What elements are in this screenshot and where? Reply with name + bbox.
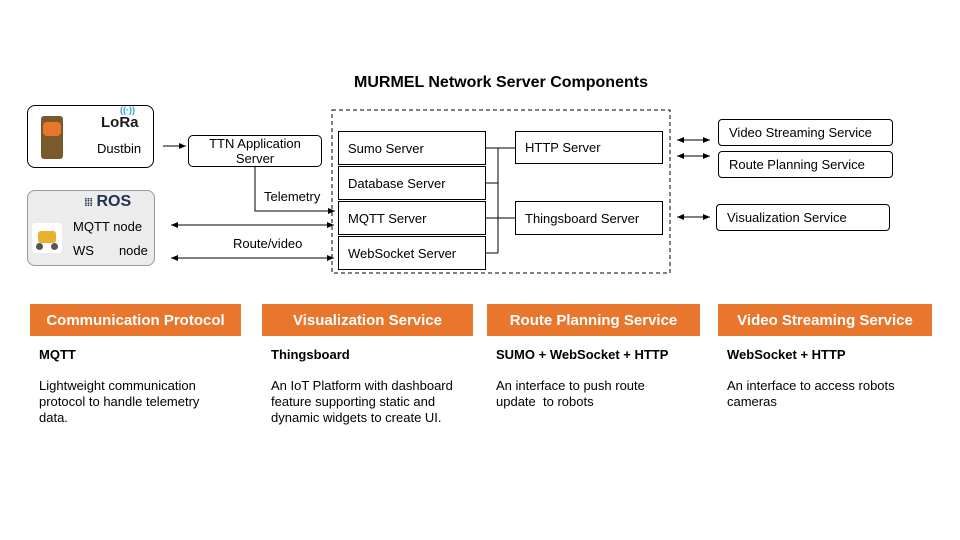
database-server: Database Server xyxy=(338,166,486,200)
sumo-server: Sumo Server xyxy=(338,131,486,165)
route-video-label: Route/video xyxy=(233,236,303,251)
server-cluster-boundary xyxy=(331,109,671,274)
robot-image xyxy=(32,223,62,253)
card-header-visualization: Visualization Service xyxy=(262,304,473,336)
websocket-server: WebSocket Server xyxy=(338,236,486,270)
telemetry-label: Telemetry xyxy=(264,189,321,204)
thingsboard-server: Thingsboard Server xyxy=(515,201,663,235)
dustbin-device: LoRa ((·)) Dustbin xyxy=(27,105,154,168)
mqtt-server: MQTT Server xyxy=(338,201,486,235)
page-title: MURMEL Network Server Components xyxy=(354,74,648,91)
video-streaming-service: Video Streaming Service xyxy=(718,119,893,146)
telemetry-connector xyxy=(254,166,335,214)
card-subhead-communication: MQTT xyxy=(39,347,76,362)
ttn-line1: TTN Application xyxy=(209,136,301,151)
ttn-application-server: TTN Application Server xyxy=(188,135,322,167)
card-header-route-planning: Route Planning Service xyxy=(487,304,700,336)
http-server: HTTP Server xyxy=(515,131,663,164)
dustbin-label: Dustbin xyxy=(97,141,142,156)
card-subhead-route-planning: SUMO + WebSocket + HTTP xyxy=(496,347,669,362)
dustbin-image xyxy=(41,116,63,159)
lora-logo: LoRa ((·)) xyxy=(101,105,139,131)
card-subhead-visualization: Thingsboard xyxy=(271,347,350,362)
card-header-communication: Communication Protocol xyxy=(30,304,241,336)
route-planning-service: Route Planning Service xyxy=(718,151,893,178)
visualization-service: Visualization Service xyxy=(716,204,890,231)
ros-dots-icon: ⁞⁞⁞ xyxy=(84,197,93,209)
ttn-line2: Server xyxy=(235,151,275,166)
card-subhead-video-streaming: WebSocket + HTTP xyxy=(727,347,846,362)
mqtt-node-label: MQTT node xyxy=(73,219,143,234)
lora-waves-icon: ((·)) xyxy=(120,105,135,115)
ros-logo: ⁞⁞⁞ ROS xyxy=(84,193,132,210)
card-header-video-streaming: Video Streaming Service xyxy=(718,304,932,336)
